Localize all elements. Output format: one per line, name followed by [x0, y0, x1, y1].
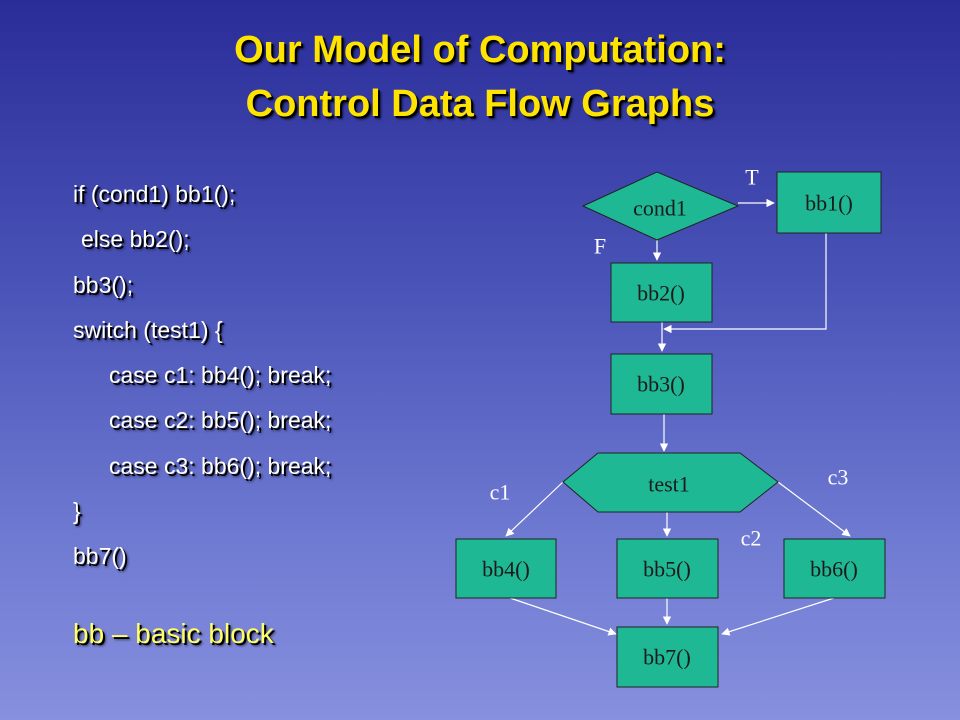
code-line: case c3: bb6(); break;	[109, 452, 332, 479]
edges	[505, 198, 851, 636]
bb4-label: bb4()	[482, 557, 530, 582]
legend-note: bb – basic block	[73, 618, 274, 649]
case-c1-label: c1	[490, 480, 511, 505]
edge-test1-bb6	[777, 481, 851, 537]
test1-switch-hexagon	[562, 452, 779, 513]
bb6-block	[783, 538, 886, 599]
case-c3-label: c3	[828, 465, 849, 490]
bb6-label: bb6()	[810, 557, 858, 582]
code-line: case c1: bb4(); break;	[109, 362, 332, 389]
slide-title-line2: Control Data Flow Graphs	[245, 83, 715, 125]
bb2-label: bb2()	[637, 281, 685, 306]
code-listing: if (cond1) bb1(); else bb2(); bb3(); swi…	[73, 176, 331, 584]
node-labels: cond1 bb1() bb2() bb3() test1 bb4() bb5(…	[482, 191, 858, 670]
bb1-block	[776, 171, 882, 234]
cond1-label: cond1	[633, 196, 687, 221]
true-branch-label: T	[745, 165, 759, 190]
code-line: switch (test1) {	[73, 316, 223, 343]
case-c2-label: c2	[741, 526, 762, 551]
code-line: }	[73, 498, 81, 525]
edge-test1-bb4	[505, 481, 564, 537]
bb1-label: bb1()	[805, 191, 853, 216]
edge-bb6-bb7	[721, 597, 835, 636]
code-line: else bb2();	[81, 226, 190, 253]
code-line: bb3();	[73, 271, 134, 298]
test1-label: test1	[648, 472, 690, 497]
code-line: if (cond1) bb1();	[73, 181, 236, 207]
bb5-label: bb5()	[643, 557, 691, 582]
bb2-block	[610, 262, 713, 323]
bb3-label: bb3()	[637, 372, 685, 397]
edge-bb4-bb7	[509, 597, 617, 636]
edge-bb1-bb3	[663, 232, 827, 334]
bb5-block	[616, 538, 719, 599]
bb3-block	[610, 353, 713, 415]
bb7-label: bb7()	[643, 645, 691, 670]
code-line: case c2: bb5(); break;	[109, 407, 332, 434]
cond1-decision-diamond	[581, 171, 740, 241]
false-branch-label: F	[594, 234, 606, 259]
edge-labels: T F c1 c2 c3	[490, 165, 849, 551]
nodes	[455, 171, 886, 688]
code-line: bb7()	[73, 543, 127, 570]
bb4-block	[455, 538, 557, 599]
bb7-block	[616, 626, 719, 688]
slide-title-line1: Our Model of Computation:	[234, 29, 726, 71]
